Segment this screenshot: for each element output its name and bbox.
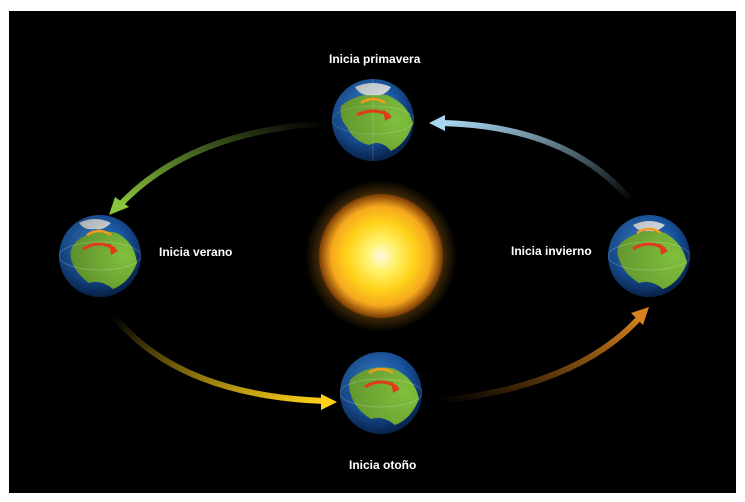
earth-globe-winter xyxy=(608,215,690,297)
earth-globe-summer xyxy=(59,215,141,297)
seasons-diagram xyxy=(59,79,690,434)
orbit-arrow-summer-to-autumn xyxy=(111,313,337,410)
label-winter: Inicia invierno xyxy=(511,244,592,258)
earth-globe-spring xyxy=(332,79,414,161)
label-spring: Inicia primavera xyxy=(329,52,421,66)
label-autumn: Inicia otoño xyxy=(349,458,417,472)
earth-globe-autumn xyxy=(340,352,422,434)
sun xyxy=(305,180,457,332)
orbit-arrow-spring-to-summer xyxy=(109,120,330,215)
label-summer: Inicia verano xyxy=(159,245,233,259)
diagram-panel: Inicia primavera Inicia verano Inicia in… xyxy=(9,11,736,493)
orbit-arrow-winter-to-spring xyxy=(429,115,634,204)
orbit-arrow-autumn-to-winter xyxy=(436,307,649,404)
